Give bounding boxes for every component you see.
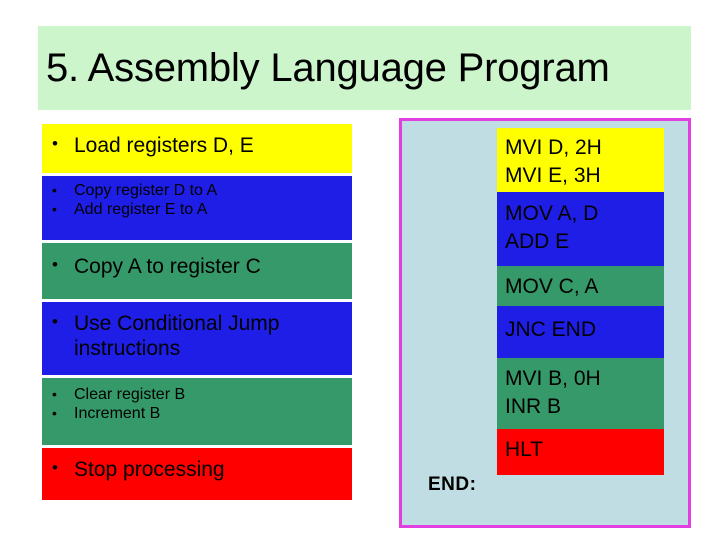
desc-block-copy-add: • Copy register D to A • Add register E … xyxy=(42,176,352,240)
description-column: • Load registers D, E • Copy register D … xyxy=(42,124,352,503)
code-block-jnc: JNC END xyxy=(497,306,664,358)
desc-line: • Load registers D, E xyxy=(48,134,348,159)
code-line: JNC END xyxy=(505,318,597,341)
bullet-icon: • xyxy=(52,182,57,198)
desc-text: Increment B xyxy=(74,404,161,422)
desc-line: • Increment B xyxy=(48,405,348,424)
code-line: MVI D, 2H xyxy=(505,136,602,159)
desc-block-stop: • Stop processing xyxy=(42,448,352,500)
code-listing: MVI D, 2H MVI E, 3H MOV A, D ADD E MOV C… xyxy=(497,128,664,475)
code-line: INR B xyxy=(505,394,562,418)
code-line: MOV C, A xyxy=(505,275,599,298)
desc-line: • Use Conditional Jump instructions xyxy=(48,312,348,362)
code-line: HLT xyxy=(505,438,544,461)
code-line: MVI E, 3H xyxy=(505,163,601,187)
code-block-hlt: HLT xyxy=(497,429,664,475)
desc-text: Stop processing xyxy=(74,458,225,481)
desc-block-clear-increment: • Clear register B • Increment B xyxy=(42,378,352,445)
desc-text: Copy A to register C xyxy=(74,255,261,278)
desc-block-copy-c: • Copy A to register C xyxy=(42,243,352,299)
code-panel: END: MVI D, 2H MVI E, 3H MOV A, D ADD E … xyxy=(399,118,691,528)
code-line: MOV A, D xyxy=(505,202,599,225)
code-block-mov-c: MOV C, A xyxy=(497,266,664,306)
desc-text: Clear register B xyxy=(74,386,186,403)
bullet-icon: • xyxy=(52,386,57,402)
end-label: END: xyxy=(428,474,477,495)
page-title: 5. Assembly Language Program xyxy=(46,46,610,90)
bullet-icon: • xyxy=(52,134,58,153)
desc-text: Use Conditional Jump instructions xyxy=(74,312,280,360)
slide-title-bar: 5. Assembly Language Program xyxy=(38,26,691,110)
desc-block-load: • Load registers D, E xyxy=(42,124,352,173)
desc-text: Load registers D, E xyxy=(74,134,254,157)
desc-line: • Stop processing xyxy=(48,458,348,483)
code-block-mov-add: MOV A, D ADD E xyxy=(497,192,664,266)
code-line: MVI B, 0H xyxy=(505,367,601,390)
bullet-icon: • xyxy=(52,312,58,331)
bullet-icon: • xyxy=(52,255,58,274)
desc-text: Add register E to A xyxy=(74,200,208,218)
desc-text: Copy register D to A xyxy=(74,182,218,199)
bullet-icon: • xyxy=(52,404,57,421)
code-line: ADD E xyxy=(505,229,570,253)
code-block-mvi: MVI D, 2H MVI E, 3H xyxy=(497,128,664,192)
desc-line: • Copy register D to A xyxy=(48,182,348,201)
desc-line: • Copy A to register C xyxy=(48,255,348,280)
desc-line: • Add register E to A xyxy=(48,201,348,220)
desc-line: • Clear register B xyxy=(48,386,348,405)
code-block-mvi-inr: MVI B, 0H INR B xyxy=(497,358,664,429)
bullet-icon: • xyxy=(52,458,58,477)
bullet-icon: • xyxy=(52,200,57,217)
desc-block-conditional-jump: • Use Conditional Jump instructions xyxy=(42,302,352,375)
